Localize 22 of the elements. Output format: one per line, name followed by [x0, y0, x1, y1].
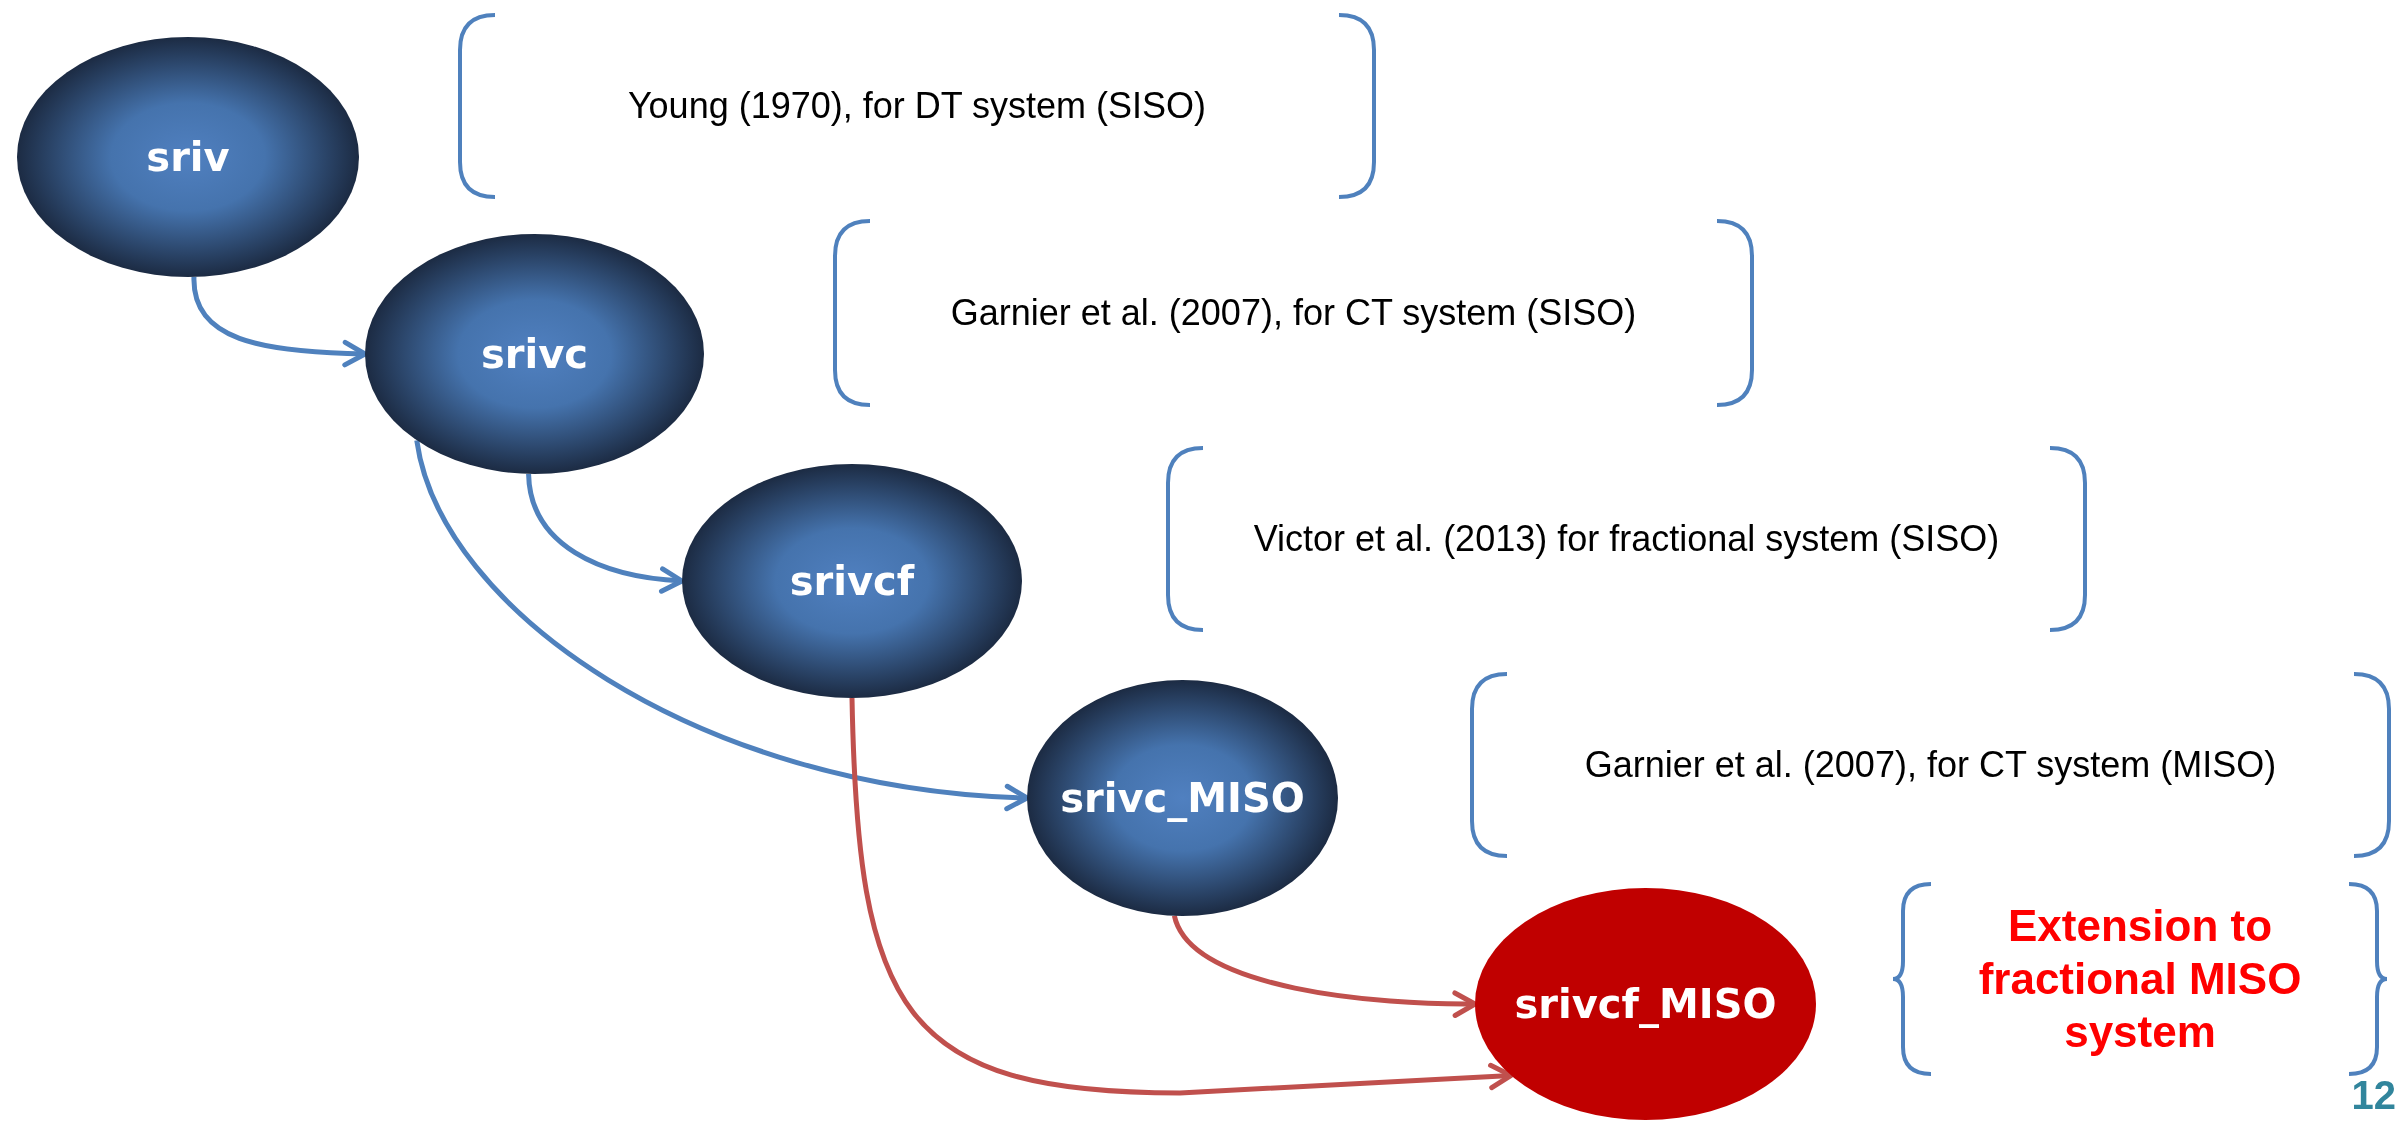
page-number: 12: [2351, 1073, 2396, 1118]
ellipse-node: [1027, 680, 1338, 916]
note-text: Young (1970), for DT system (SISO): [626, 83, 1208, 128]
bracketed-note: [1165, 445, 2088, 633]
node-label: srivc_MISO: [1060, 775, 1305, 821]
bracketed-note: [832, 218, 1755, 408]
note-text: Extension to fractional MISO system: [1977, 899, 2303, 1058]
node-label: srivcf_MISO: [1514, 981, 1777, 1027]
ellipse-node: [17, 37, 359, 277]
note-text: Victor et al. (2013) for fractional system (SISO): [1252, 516, 2001, 561]
bracketed-note: [1469, 671, 2392, 859]
bracketed-note: [457, 12, 1377, 200]
note-text: Garnier et al. (2007), for CT system (MISO): [1583, 742, 2278, 787]
node-label: srivcf: [789, 558, 915, 604]
ellipse-node: [365, 234, 704, 474]
arrow: [849, 697, 1514, 1096]
note-text: Garnier et al. (2007), for CT system (SISO): [949, 290, 1638, 335]
node-label: sriv: [146, 134, 230, 180]
bracketed-note: [1891, 881, 2389, 1077]
ellipse-node: [1475, 888, 1816, 1120]
node-label: srivc: [481, 331, 588, 377]
ellipse-node: [682, 464, 1022, 698]
